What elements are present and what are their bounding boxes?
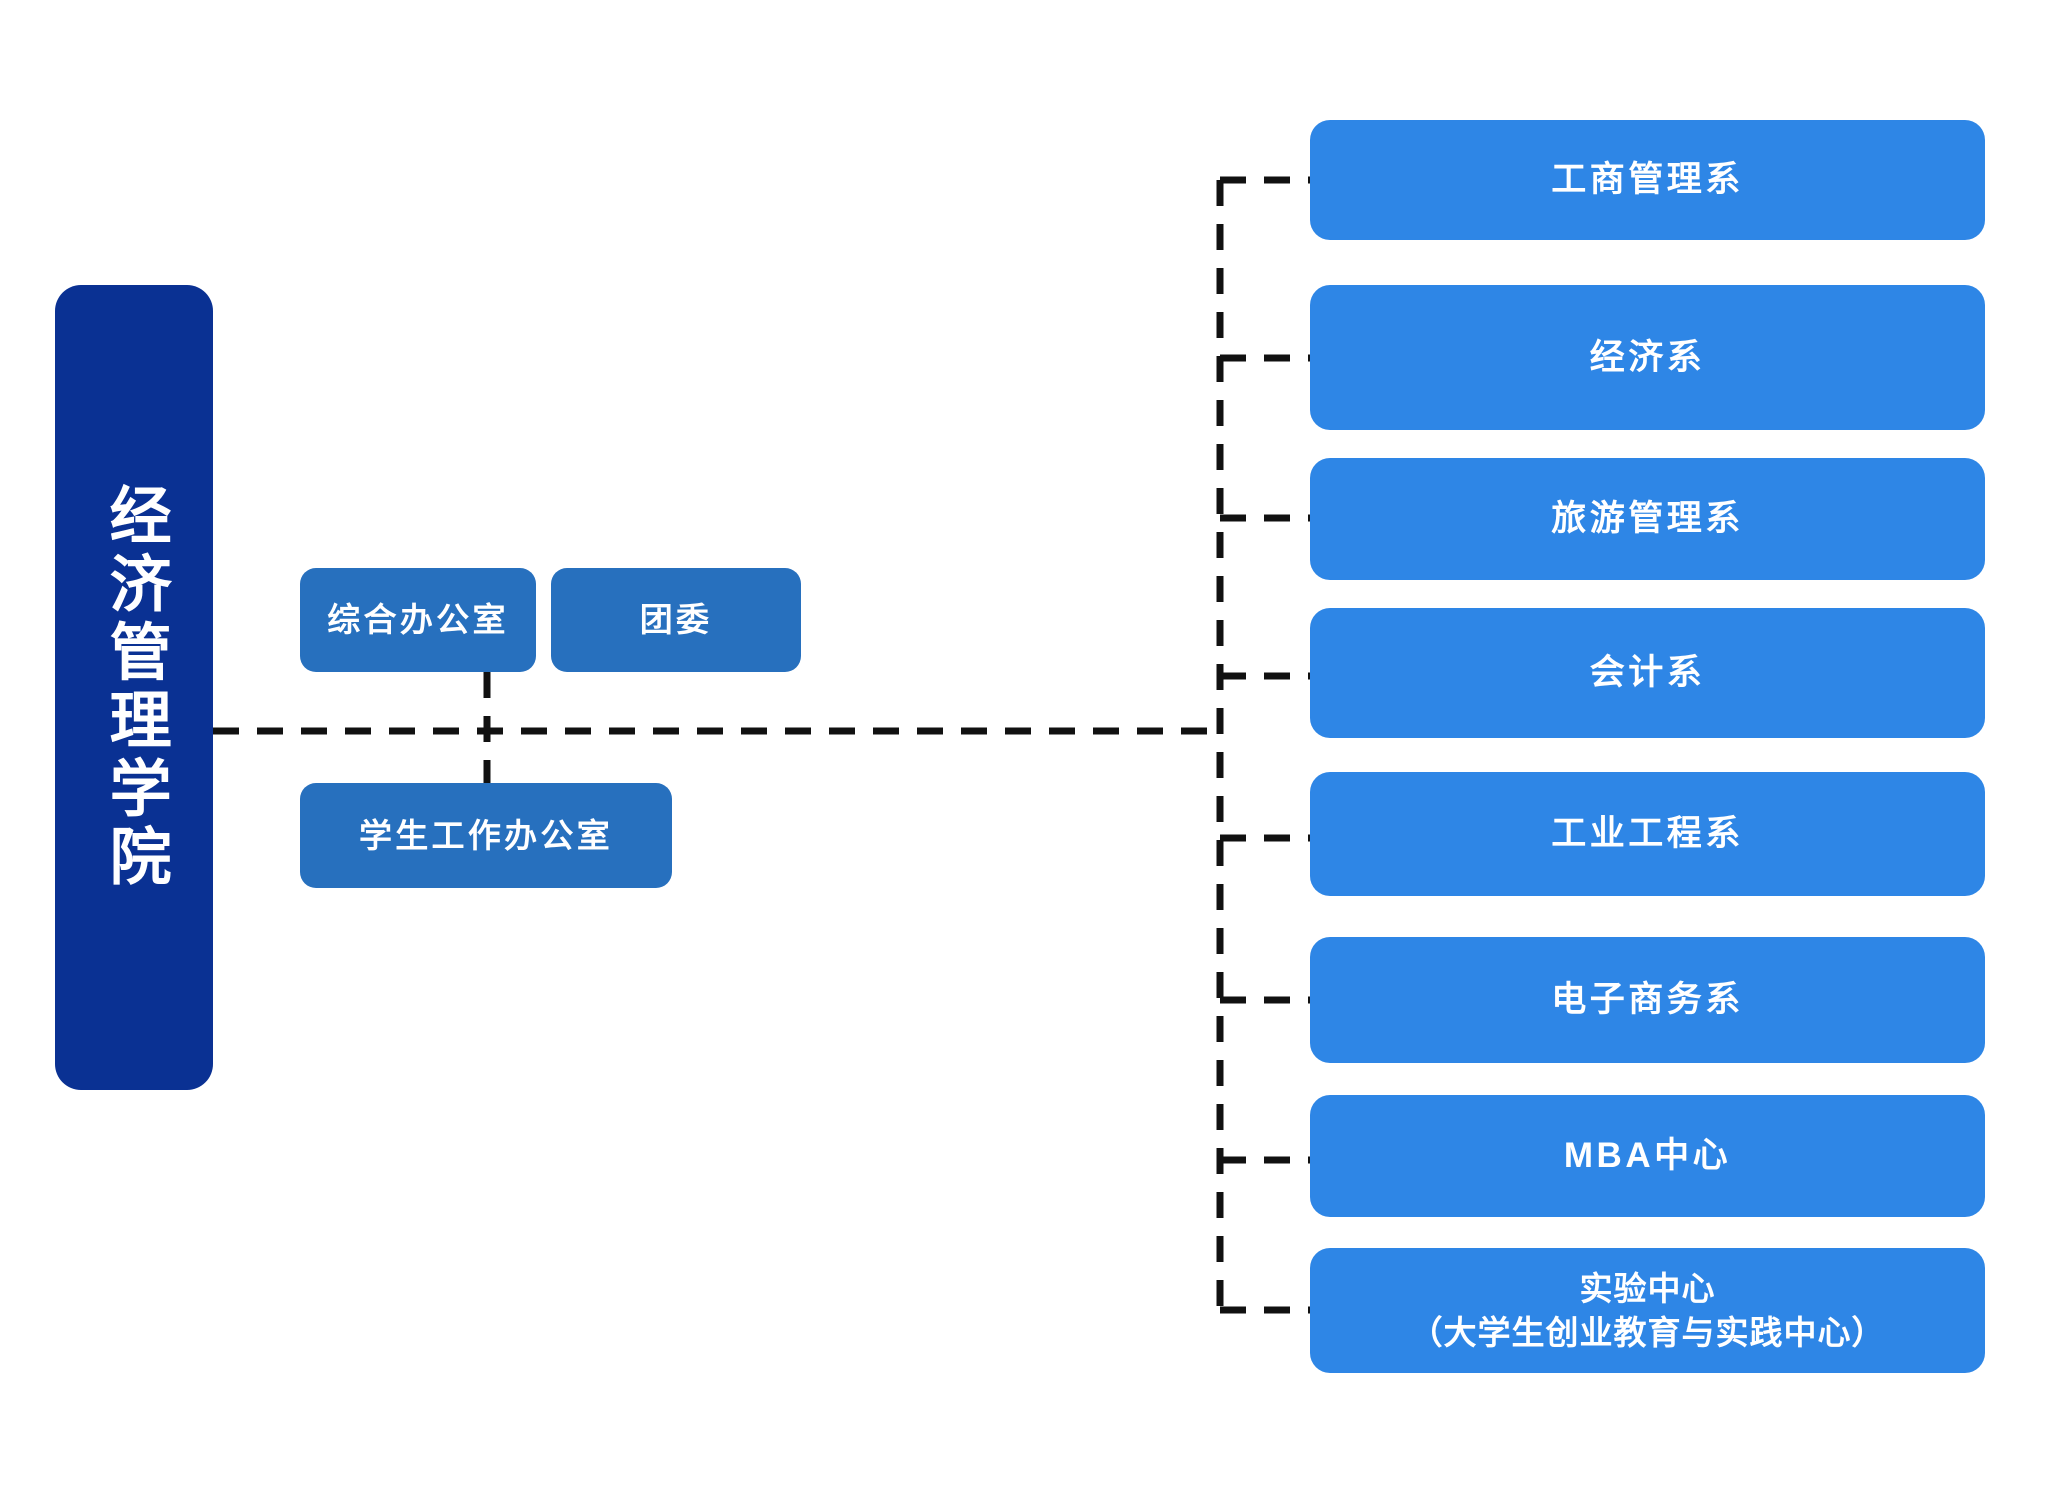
node-department-8-label: 实验中心 （大学生创业教育与实践中心）: [1396, 1267, 1900, 1354]
node-department-3[interactable]: 旅游管理系: [1310, 458, 1985, 580]
node-office-general-label: 综合办公室: [327, 601, 509, 639]
node-department-5-label: 工业工程系: [1551, 814, 1744, 854]
node-department-8-label-line1: 实验中心: [1579, 1269, 1716, 1307]
node-youth-league-label: 团委: [639, 601, 713, 639]
node-root-label: 经济管理学院: [99, 482, 169, 893]
node-department-5[interactable]: 工业工程系: [1310, 772, 1985, 896]
node-department-1-label: 工商管理系: [1551, 160, 1744, 200]
node-department-7-label: MBA中心: [1563, 1136, 1732, 1176]
node-youth-league[interactable]: 团委: [551, 568, 801, 672]
node-department-8-label-line2: （大学生创业教育与实践中心）: [1409, 1313, 1886, 1351]
node-department-1[interactable]: 工商管理系: [1310, 120, 1985, 240]
node-office-general[interactable]: 综合办公室: [300, 568, 536, 672]
node-department-4-label: 会计系: [1589, 653, 1706, 693]
node-department-3-label: 旅游管理系: [1551, 499, 1744, 539]
node-department-6-label: 电子商务系: [1551, 980, 1744, 1020]
node-department-2[interactable]: 经济系: [1310, 285, 1985, 430]
node-root-college[interactable]: 经济管理学院: [55, 285, 213, 1090]
node-department-6[interactable]: 电子商务系: [1310, 937, 1985, 1063]
node-department-4[interactable]: 会计系: [1310, 608, 1985, 738]
node-department-8[interactable]: 实验中心 （大学生创业教育与实践中心）: [1310, 1248, 1985, 1373]
node-office-student-affairs[interactable]: 学生工作办公室: [300, 783, 672, 888]
node-office-student-affairs-label: 学生工作办公室: [358, 816, 614, 854]
node-department-7[interactable]: MBA中心: [1310, 1095, 1985, 1217]
node-department-2-label: 经济系: [1589, 337, 1706, 377]
